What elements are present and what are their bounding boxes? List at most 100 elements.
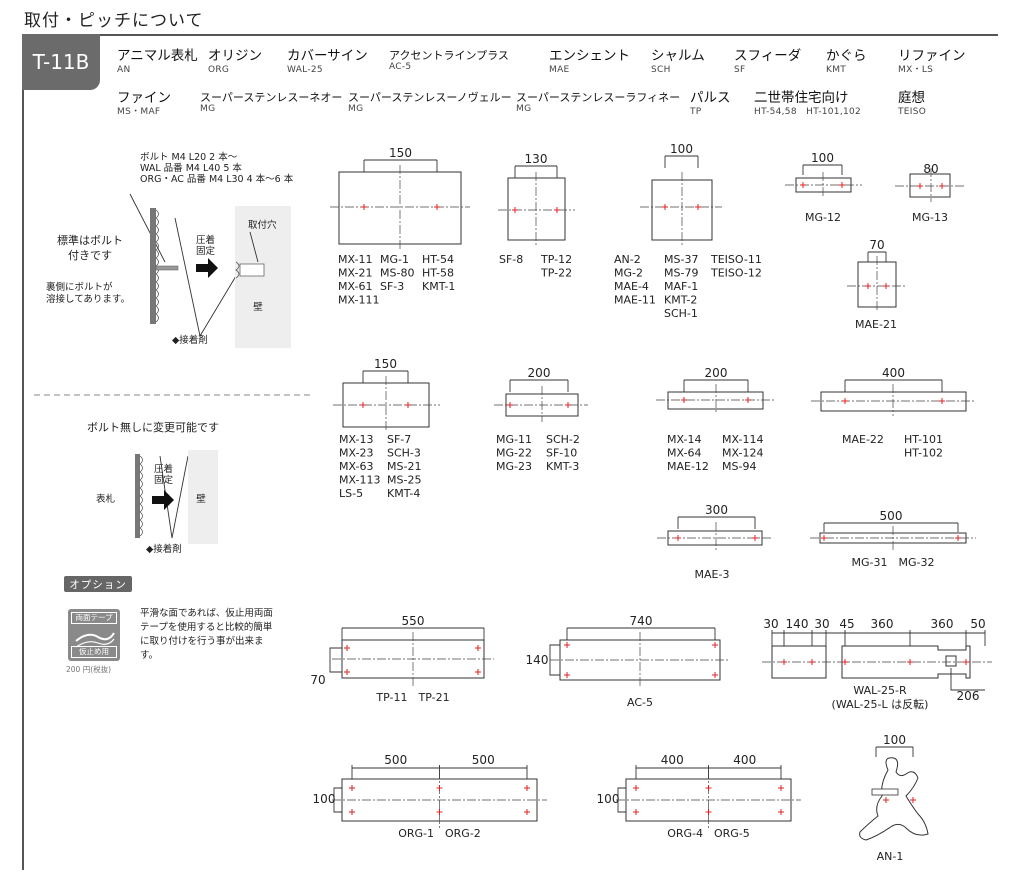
part-number: TP-12: [540, 253, 572, 266]
part-number: TEISO-11: [710, 253, 762, 266]
series-code: MG: [200, 104, 216, 114]
dimension-line: [950, 668, 985, 691]
leader-line: [249, 231, 259, 263]
part-number: MG-12: [805, 211, 841, 224]
dimension-label: 550: [402, 614, 425, 628]
part-number: MX-23: [339, 447, 373, 460]
dimension-label: 50: [970, 617, 985, 631]
part-number: AN-2: [614, 253, 641, 266]
series-code: MS・MAF: [117, 106, 161, 117]
nameplate-section: [135, 454, 140, 538]
part-number: MX-113: [339, 474, 380, 487]
tape-top-label: 両面テープ: [71, 612, 117, 624]
dimension-line: [333, 787, 342, 813]
tape-price: 200 円(税抜): [66, 665, 112, 674]
dimension-label: 400: [733, 753, 756, 767]
series-code: AN: [117, 64, 131, 75]
part-number: MAE-11: [614, 294, 656, 307]
series-name: カバーサイン: [287, 48, 368, 64]
dimension-label: 45: [839, 617, 854, 631]
part-number: MS-21: [387, 460, 421, 473]
part-number: MG-2: [614, 267, 643, 280]
wall-label: 壁: [196, 493, 206, 505]
dimension-label: 200: [705, 366, 728, 380]
nameplate-section: [150, 208, 156, 324]
part-number: MAE-21: [855, 318, 897, 331]
part-number: MAE-3: [695, 568, 730, 581]
series-code: MG: [348, 104, 364, 114]
dimension-label: 360: [871, 617, 894, 631]
bolt-spec: WAL 品番 M4 L40 5 本: [140, 162, 242, 174]
dimension-label: 360: [931, 617, 954, 631]
dimension-label: 300: [705, 503, 728, 517]
part-number: MG-11: [496, 433, 532, 446]
dimension-line: [549, 644, 560, 676]
part-number: MX-14: [667, 433, 701, 446]
plate-outline: [820, 391, 967, 412]
part-number: MG-1: [380, 253, 409, 266]
part-number: KMT-1: [422, 280, 455, 293]
adhesive-label: ◆接着剤: [172, 334, 208, 346]
series-code: SF: [734, 64, 746, 75]
part-number: MX-64: [667, 447, 701, 460]
part-number: SCH-3: [387, 447, 421, 460]
adhesive-label: ◆接着剤: [146, 543, 182, 555]
page-title: 取付・ピッチについて: [24, 11, 204, 31]
bolt-shape: [155, 265, 179, 271]
series-name: シャルム: [651, 48, 705, 64]
series-name: アクセントラインプラス: [389, 49, 509, 62]
dimension-label: 206: [957, 689, 980, 703]
plate-outline: [857, 261, 897, 308]
part-number: MX-124: [722, 447, 763, 460]
series-name: アニマル表札: [117, 48, 198, 64]
series-name: ファイン: [117, 90, 171, 106]
hole-label: 取付穴: [248, 219, 277, 231]
standard-label: 標準はボルト: [57, 233, 123, 247]
part-number: ORG-1 ORG-2: [398, 827, 481, 840]
part-number: TP-11 TP-21: [375, 691, 449, 704]
series-name: オリジン: [208, 48, 262, 64]
series-code: MX・LS: [898, 64, 934, 75]
series-code: WAL-25: [287, 64, 323, 75]
part-number: AC-5: [627, 696, 653, 709]
part-number: HT-102: [904, 447, 943, 460]
adhesive-bumps: [235, 261, 240, 279]
series-code: KMT: [826, 64, 847, 75]
dimension-label: 100: [597, 792, 620, 806]
series-name: スフィーダ: [734, 48, 802, 64]
part-number: ORG-4 ORG-5: [667, 827, 750, 840]
part-number: MAE-12: [667, 460, 709, 473]
weld-note: 溶接してあります。: [46, 293, 130, 305]
dimension-label: 500: [384, 753, 407, 767]
series-code: MG: [516, 104, 532, 114]
part-number: LS-5: [339, 487, 363, 500]
series-code: HT-54,58 HT-101,102: [754, 106, 862, 117]
part-number: SF-8: [499, 253, 523, 266]
part-number: MG-22: [496, 447, 532, 460]
series-name: かぐら: [826, 48, 867, 64]
part-number: MX-111: [338, 294, 379, 307]
arrow-right-icon: [152, 490, 174, 510]
part-number: HT-101: [904, 433, 943, 446]
part-number: MS-37: [664, 253, 698, 266]
series-code: SCH: [651, 64, 671, 75]
part-number: MG-23: [496, 460, 532, 473]
dimension-label: 70: [310, 673, 325, 687]
part-number: MX-21: [338, 267, 372, 280]
dimension-label: 100: [313, 792, 336, 806]
part-number: MG-31 MG-32: [852, 556, 935, 569]
dimension-label: 30: [763, 617, 778, 631]
dimension-label: 150: [374, 357, 397, 371]
series-code: AC-5: [389, 62, 412, 72]
part-number: AN-1: [877, 850, 904, 863]
adhesive-bumps: [139, 455, 143, 537]
part-number: MX-11: [338, 253, 372, 266]
dimension-label: 400: [882, 366, 905, 380]
